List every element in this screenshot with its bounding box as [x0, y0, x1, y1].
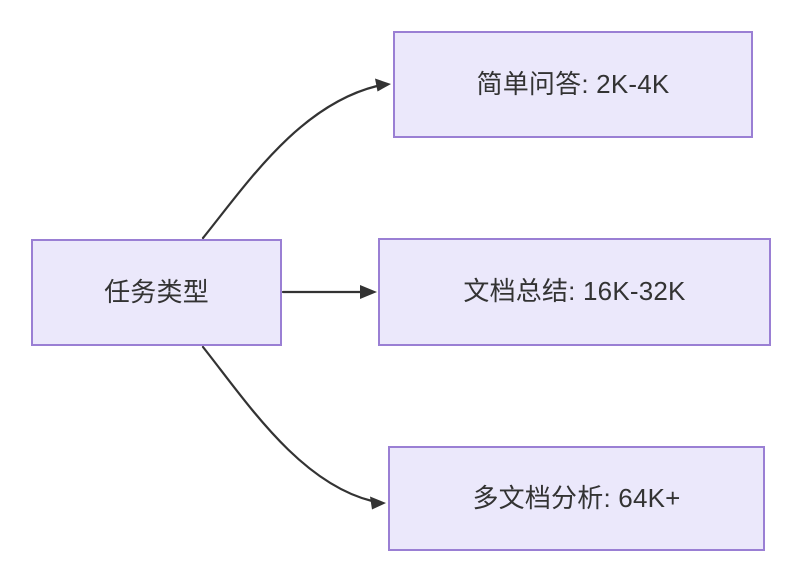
node-doc-summary-label: 文档总结: 16K-32K [463, 276, 686, 307]
edge-root-to-multi-doc-arrowhead [370, 496, 386, 510]
node-task-type-label: 任务类型 [104, 276, 209, 307]
edge-root-to-doc-summary-arrowhead [360, 285, 377, 299]
edge-root-to-multi-doc [201, 345, 386, 510]
node-doc-summary[interactable]: 文档总结: 16K-32K [378, 238, 771, 346]
edge-root-to-simple-qa [201, 78, 391, 240]
node-task-type[interactable]: 任务类型 [31, 239, 282, 346]
node-simple-qa-label: 简单问答: 2K-4K [476, 68, 670, 99]
node-simple-qa[interactable]: 简单问答: 2K-4K [393, 31, 753, 138]
edge-root-to-multi-doc-path [201, 345, 374, 503]
edge-root-to-simple-qa-path [201, 84, 379, 240]
node-multi-doc-label: 多文档分析: 64K+ [472, 482, 681, 513]
edge-root-to-simple-qa-arrowhead [375, 78, 391, 92]
edge-root-to-doc-summary [281, 285, 377, 299]
node-multi-doc[interactable]: 多文档分析: 64K+ [388, 446, 765, 551]
